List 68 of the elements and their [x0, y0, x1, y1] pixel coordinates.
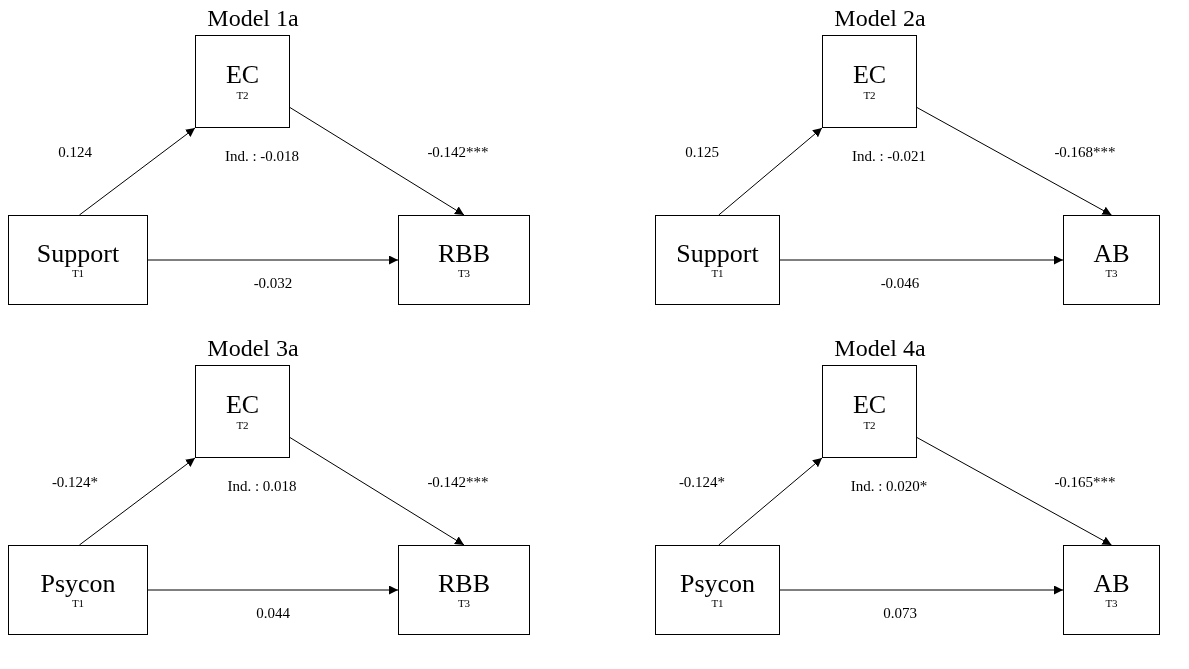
model-title: Model 4a — [834, 334, 926, 362]
model-title: Model 1a — [207, 4, 299, 32]
arrow — [779, 585, 1064, 595]
arrow — [718, 127, 823, 216]
time-point: T2 — [863, 418, 876, 432]
variable-name: RBB — [438, 239, 490, 268]
path-coefficient: -0.142*** — [427, 473, 489, 491]
time-point: T2 — [236, 88, 249, 102]
variable-box — [8, 215, 148, 305]
path-coefficient: -0.142*** — [427, 143, 489, 161]
time-point: T2 — [236, 418, 249, 432]
time-point: T3 — [1105, 597, 1118, 611]
time-point: T2 — [863, 88, 876, 102]
arrow — [779, 255, 1064, 265]
path-coefficient: 0.073 — [883, 604, 917, 622]
variable-name: Psycon — [679, 569, 756, 598]
time-point: T1 — [711, 267, 724, 281]
variable-name: AB — [1093, 569, 1130, 598]
variable-name: EC — [852, 61, 887, 89]
variable-box — [655, 545, 780, 635]
variable-box — [822, 365, 917, 458]
arrow — [916, 437, 1112, 546]
arrow — [147, 255, 399, 265]
time-point: T3 — [457, 597, 471, 611]
path-coefficient: 0.124 — [58, 143, 92, 161]
model-title: Model 2a — [834, 4, 926, 32]
variable-name: AB — [1093, 239, 1130, 268]
path-coefficient: -0.124* — [51, 473, 99, 491]
arrow — [289, 437, 465, 546]
variable-box — [195, 365, 290, 458]
indirect-effect: Ind. : 0.018 — [227, 477, 297, 495]
arrow — [147, 585, 399, 595]
variable-name: EC — [852, 391, 887, 419]
arrow — [78, 127, 196, 216]
variable-name: EC — [225, 391, 260, 419]
arrow — [916, 107, 1112, 216]
variable-name: RBB — [438, 569, 490, 598]
variable-name: Psycon — [40, 569, 116, 598]
variable-box — [195, 35, 290, 128]
path-coefficient: 0.044 — [256, 604, 290, 622]
path-coefficient: -0.165*** — [1054, 473, 1116, 491]
path-coefficient: 0.125 — [685, 143, 719, 161]
model-title: Model 3a — [207, 334, 299, 362]
variable-box — [398, 215, 530, 305]
time-point: T3 — [457, 267, 471, 281]
variable-box — [1063, 545, 1160, 635]
variable-box — [398, 545, 530, 635]
variable-name: EC — [225, 61, 260, 89]
arrow — [289, 107, 465, 216]
variable-name: Support — [676, 239, 759, 268]
time-point: T3 — [1105, 267, 1118, 281]
variable-box — [8, 545, 148, 635]
arrow — [78, 457, 196, 546]
variable-name: Support — [36, 239, 120, 268]
variable-box — [1063, 215, 1160, 305]
path-coefficient: -0.046 — [880, 274, 920, 292]
time-point: T1 — [711, 597, 724, 611]
path-coefficient: -0.168*** — [1054, 143, 1116, 161]
variable-box — [655, 215, 780, 305]
path-coefficient: -0.032 — [253, 274, 293, 292]
arrow — [718, 457, 823, 546]
variable-box — [822, 35, 917, 128]
time-point: T1 — [71, 267, 85, 281]
time-point: T1 — [71, 597, 85, 611]
path-coefficient: -0.124* — [678, 473, 726, 491]
indirect-effect: Ind. : 0.020* — [850, 477, 928, 495]
indirect-effect: Ind. : -0.018 — [224, 147, 300, 165]
indirect-effect: Ind. : -0.021 — [851, 147, 927, 165]
